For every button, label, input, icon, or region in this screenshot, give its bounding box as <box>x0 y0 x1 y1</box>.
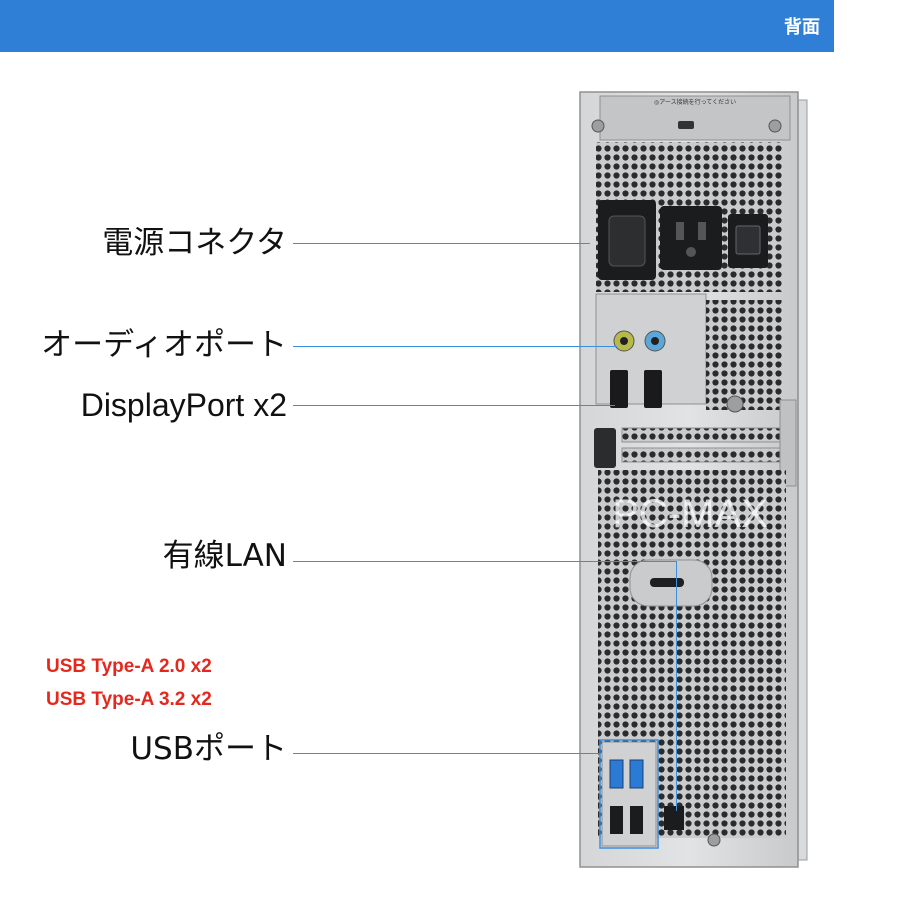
expansion-slot <box>621 447 783 463</box>
usb-spec-2-0: USB Type-A 2.0 x2 <box>46 656 212 677</box>
expansion-slot <box>621 427 783 443</box>
usb2-port-icon <box>630 806 643 834</box>
label-power-connector: 電源コネクタ <box>102 225 287 261</box>
leader-usb <box>293 753 600 754</box>
leader-audio <box>293 346 617 347</box>
screw-icon <box>768 119 782 133</box>
label-usb-port: USBポート <box>130 731 287 767</box>
power-outlet <box>660 206 722 270</box>
displayport-2-icon <box>644 370 662 408</box>
displayport-1-icon <box>610 370 628 408</box>
screw-icon <box>726 395 744 413</box>
usb2-port-icon <box>610 806 623 834</box>
warning-sticker: ◎アース接続を行ってください <box>654 98 736 106</box>
leader-power <box>293 243 590 244</box>
usb-highlight-box <box>599 739 659 849</box>
io-vent <box>706 300 782 410</box>
lan-port-icon <box>664 806 684 830</box>
latch-icon <box>678 121 694 129</box>
leader-displayport <box>293 405 615 406</box>
power-inlet-socket <box>608 215 646 267</box>
label-displayport: DisplayPort x2 <box>80 387 287 423</box>
screw-icon <box>707 833 721 847</box>
lock-slot-icon <box>594 428 616 468</box>
watermark: PC-MAX <box>612 492 768 536</box>
header-title: 背面 <box>784 17 820 38</box>
screw-icon <box>591 119 605 133</box>
usb3-port-icon <box>609 759 624 789</box>
usb3-port-icon <box>629 759 644 789</box>
leader-lan-vertical <box>676 561 677 811</box>
label-audio-port: オーディオポート <box>41 327 287 363</box>
header-bar: 背面 <box>0 0 834 52</box>
usb-spec-3-2: USB Type-A 3.2 x2 <box>46 689 212 710</box>
leader-lan <box>293 561 676 562</box>
label-wired-lan: 有線LAN <box>162 538 287 574</box>
psu-bracket <box>599 95 791 141</box>
